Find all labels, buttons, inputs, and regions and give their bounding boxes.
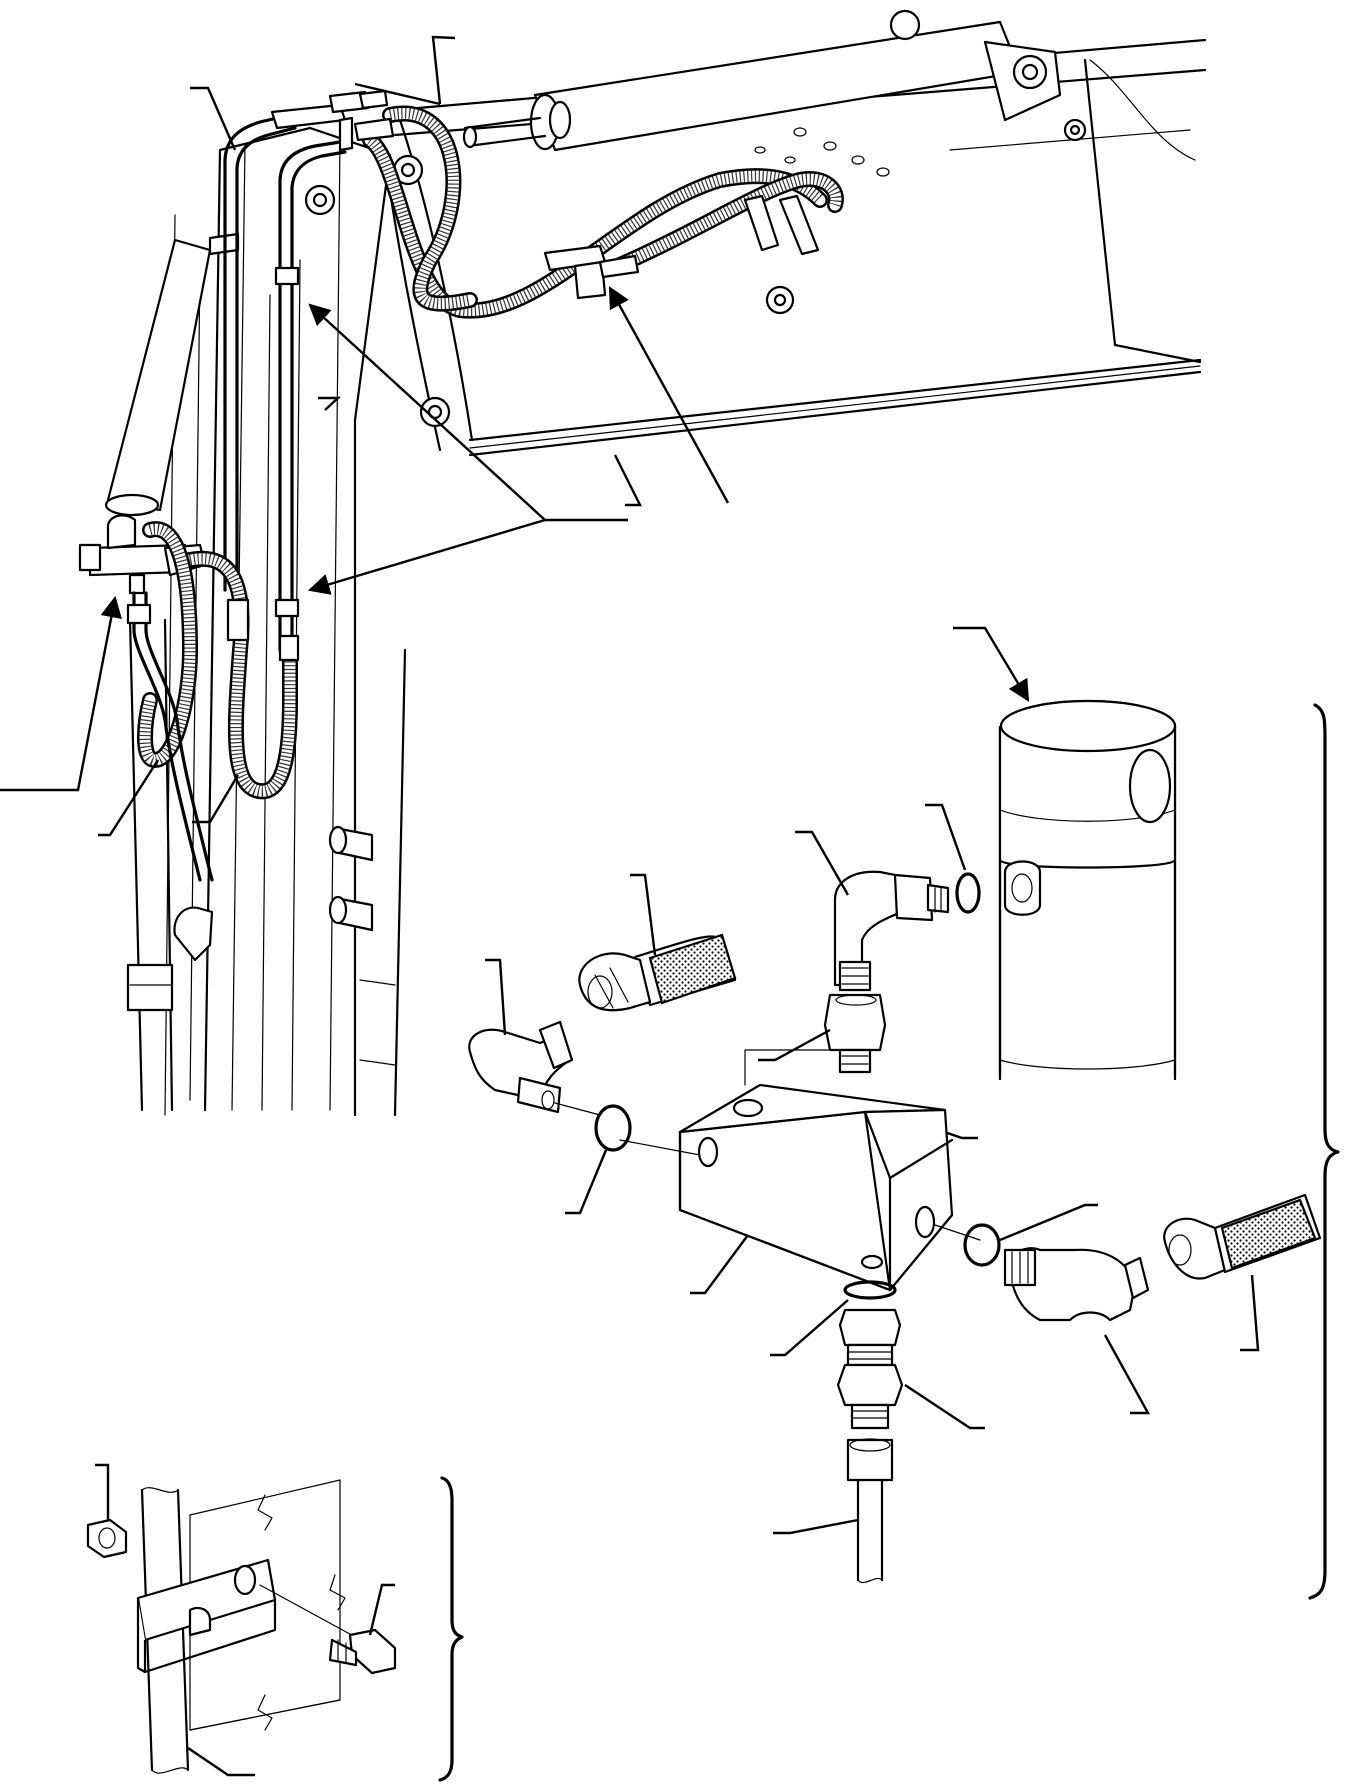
steel-tubes [223,103,354,652]
left-tee-assembly [78,514,300,962]
exploded-fittings [468,626,1340,1600]
upper-hoses [328,89,844,319]
mast [104,126,407,1117]
boom-arm [304,9,1207,457]
leader-lines-top [0,35,730,837]
clamp-detail [86,1463,464,1782]
